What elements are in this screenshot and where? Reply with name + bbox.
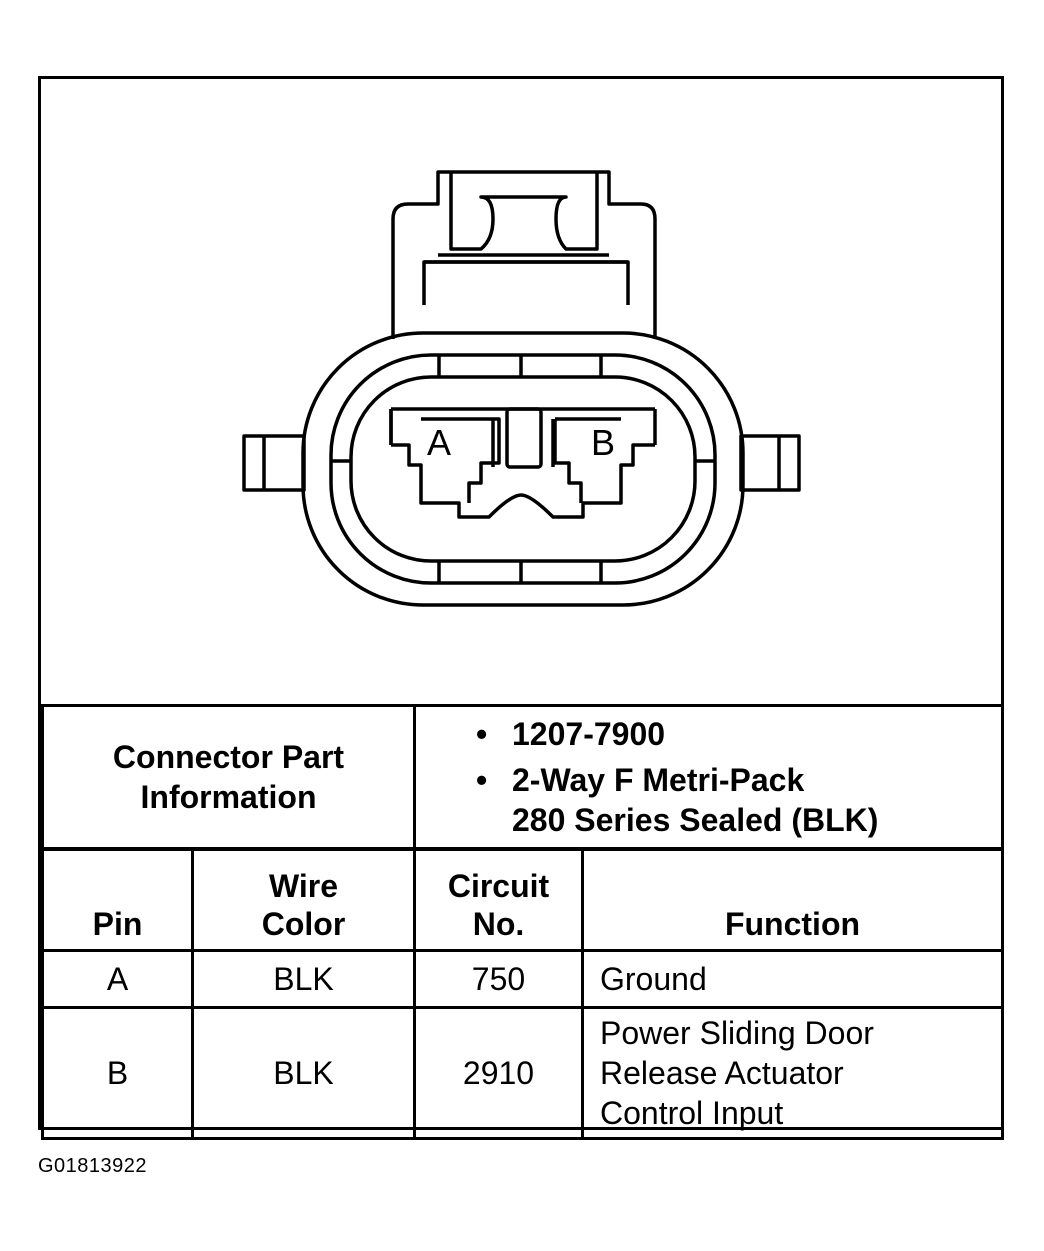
center-key — [505, 407, 543, 469]
connector-part-info-values: 1207-7900 2-Way F Metri-Pack 280 Series … — [413, 704, 1004, 850]
connector-outer-shell — [301, 331, 745, 607]
figure-id: G01813922 — [38, 1155, 148, 1177]
connector-part-info-row: Connector Part Information 1207-7900 2-W… — [41, 704, 1004, 850]
circuit-no-cell: 2910 — [413, 1006, 584, 1140]
connector-inner-shell — [329, 353, 717, 585]
header-pin: Pin — [41, 848, 194, 952]
function-cell: Ground — [581, 949, 1004, 1009]
pin-label-a: A — [427, 422, 452, 463]
connector-seal — [349, 375, 697, 563]
pin-cell: A — [41, 949, 194, 1009]
cavity-a — [389, 409, 501, 503]
cavity-b — [553, 417, 621, 503]
pin-label-b: B — [591, 422, 616, 463]
lock-tab-housing — [391, 170, 657, 339]
part-number-item: 1207-7900 — [476, 714, 1001, 754]
connector-drawing — [242, 170, 801, 607]
connector-diagram: A B — [41, 79, 1001, 704]
connector-type-item: 2-Way F Metri-Pack 280 Series Sealed (BL… — [476, 760, 1001, 840]
right-ear — [739, 434, 801, 492]
lock-tab-inner — [422, 260, 630, 305]
function-cell: Power Sliding Door Release Actuator Cont… — [581, 1006, 1004, 1140]
wire-color-cell: BLK — [191, 1006, 416, 1140]
lock-latch — [449, 172, 599, 251]
table-row: B BLK 2910 Power Sliding Door Release Ac… — [41, 1006, 1004, 1140]
table-row: A BLK 750 Ground — [41, 949, 1004, 1009]
connector-part-info-label: Connector Part Information — [41, 704, 416, 850]
connector-part-info-table: Connector Part Information 1207-7900 2-W… — [41, 704, 1004, 850]
left-ear — [242, 434, 306, 492]
connector-figure-frame: A B Connector Part Information 1207-7900… — [38, 76, 1004, 1140]
circuit-no-cell: 750 — [413, 949, 584, 1009]
wire-color-cell: BLK — [191, 949, 416, 1009]
pin-cell: B — [41, 1006, 194, 1140]
header-function: Function — [581, 848, 1004, 952]
